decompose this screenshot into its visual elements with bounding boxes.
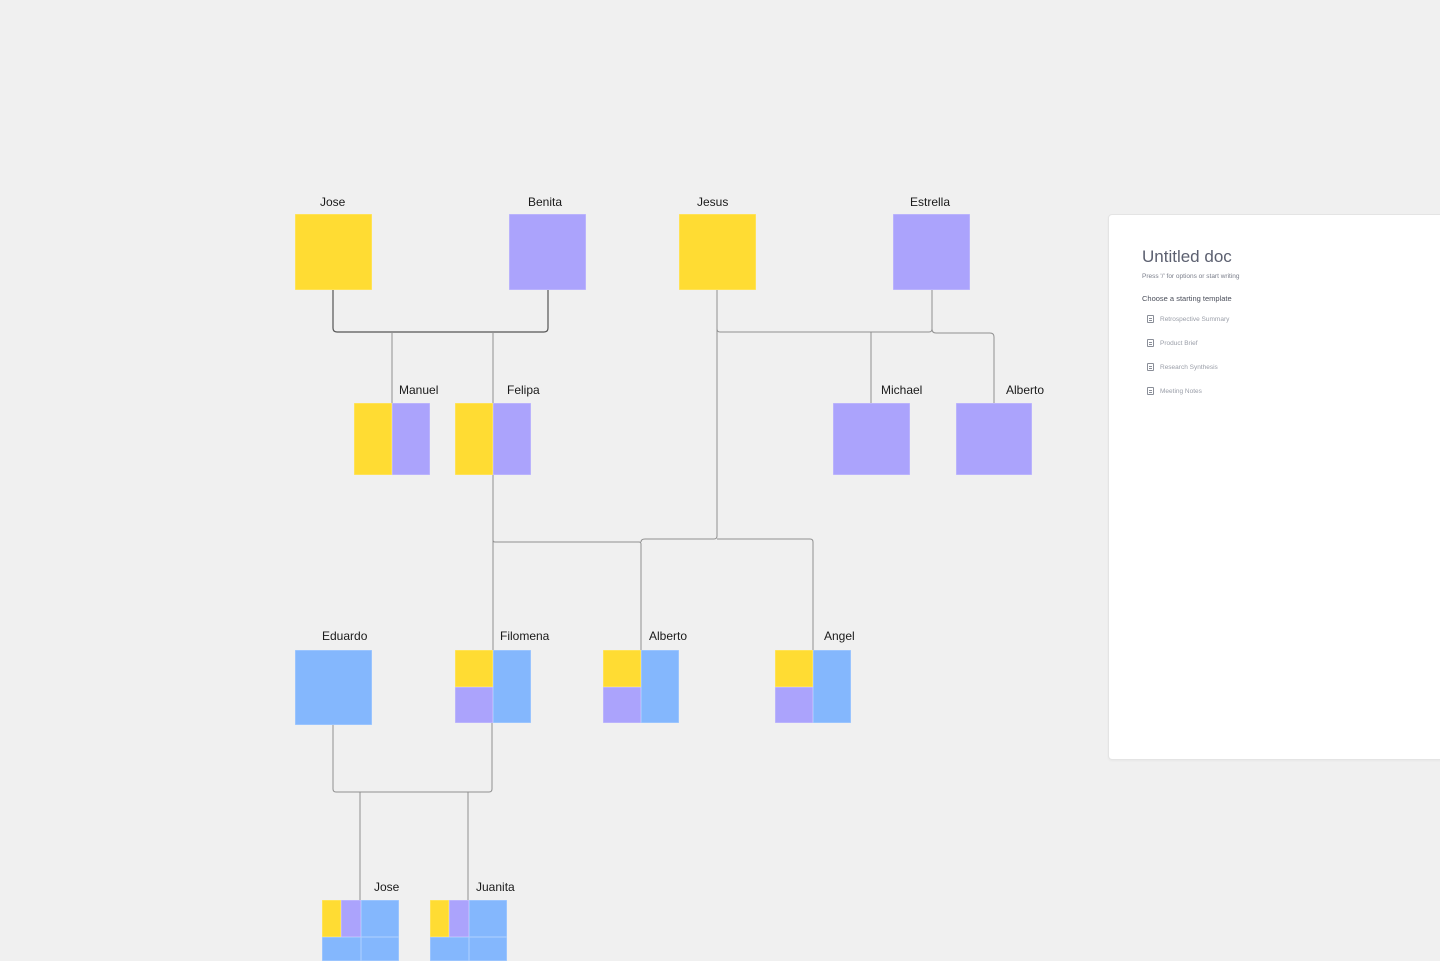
sticky-note-group[interactable] [430,900,507,961]
sticky-note[interactable] [455,686,493,723]
person-name-label: Manuel [399,383,439,397]
sticky-note[interactable] [322,900,342,937]
doc-panel[interactable]: Untitled doc Press '/' for options or st… [1108,214,1440,760]
sticky-note[interactable] [430,936,469,961]
sticky-note[interactable] [430,900,450,937]
person-name-label: Jesus [697,195,729,209]
sticky-note-group[interactable] [833,403,910,475]
person-name-label: Alberto [1006,383,1045,397]
sticky-note[interactable] [775,686,813,723]
person-name-label: Jose [320,195,346,209]
sticky-note[interactable] [449,900,469,937]
sticky-note[interactable] [455,650,493,687]
sticky-note[interactable] [360,936,399,961]
person-name-label: Filomena [500,629,550,643]
person-name-label: Estrella [910,195,951,209]
doc-hint: Press '/' for options or start writing [1142,273,1240,280]
person-name-label: Juanita [476,880,515,894]
connector-line[interactable] [332,723,493,793]
template-label: Research Synthesis [1160,363,1218,371]
sticky-note[interactable] [603,686,641,723]
sticky-note-group[interactable] [509,214,586,290]
document-icon [1147,339,1154,347]
sticky-note-group[interactable] [775,650,851,723]
sticky-note[interactable] [468,900,507,937]
sticky-note[interactable] [956,403,1032,475]
document-icon [1147,363,1154,371]
sticky-note[interactable] [360,900,399,937]
sticky-note[interactable] [893,214,970,290]
sticky-note[interactable] [295,650,372,725]
person-name-label: Jose [374,880,400,894]
sticky-note[interactable] [354,403,392,475]
connector-line[interactable] [717,538,814,650]
sticky-note[interactable] [341,900,361,937]
sticky-note-group[interactable] [295,214,372,290]
template-label: Product Brief [1160,339,1198,347]
template-research-synthesis[interactable]: Research Synthesis [1147,361,1218,373]
template-label: Meeting Notes [1160,387,1202,395]
sticky-note[interactable] [493,650,531,723]
sticky-note-group[interactable] [603,650,679,723]
sticky-note[interactable] [509,214,586,290]
sticky-note[interactable] [833,403,910,475]
sticky-note[interactable] [455,403,493,475]
person-name-label: Michael [881,383,923,397]
connector-line[interactable] [716,290,933,333]
sticky-note[interactable] [322,936,361,961]
doc-title[interactable]: Untitled doc [1142,247,1232,266]
sticky-note[interactable] [775,650,813,687]
template-product-brief[interactable]: Product Brief [1147,337,1198,349]
sticky-note[interactable] [493,403,531,475]
sticky-note[interactable] [392,403,430,475]
sticky-note-group[interactable] [956,403,1032,475]
template-section-title: Choose a starting template [1142,294,1232,303]
connector-line[interactable] [640,290,718,543]
sticky-note[interactable] [679,214,756,290]
template-meeting-notes[interactable]: Meeting Notes [1147,385,1202,397]
sticky-note-group[interactable] [295,650,372,725]
sticky-note-group[interactable] [322,900,399,961]
sticky-note-group[interactable] [679,214,756,290]
connector-line[interactable] [492,332,642,650]
sticky-note-group[interactable] [455,650,531,723]
sticky-note-group[interactable] [455,403,531,475]
template-retrospective-summary[interactable]: Retrospective Summary [1147,313,1229,325]
connector-line[interactable] [931,328,995,403]
sticky-note[interactable] [813,650,851,723]
sticky-note[interactable] [468,936,507,961]
template-label: Retrospective Summary [1160,315,1230,323]
person-name-label: Felipa [507,383,540,397]
person-name-label: Benita [528,195,563,209]
sticky-note-group[interactable] [354,403,430,475]
sticky-note[interactable] [295,214,372,290]
sticky-note-group[interactable] [893,214,970,290]
connector-line[interactable] [332,290,549,333]
document-icon [1147,315,1154,323]
person-name-label: Angel [824,629,855,643]
person-name-label: Alberto [649,629,688,643]
sticky-note[interactable] [603,650,641,687]
sticky-note[interactable] [641,650,679,723]
document-icon [1147,387,1154,395]
person-name-label: Eduardo [322,629,368,643]
